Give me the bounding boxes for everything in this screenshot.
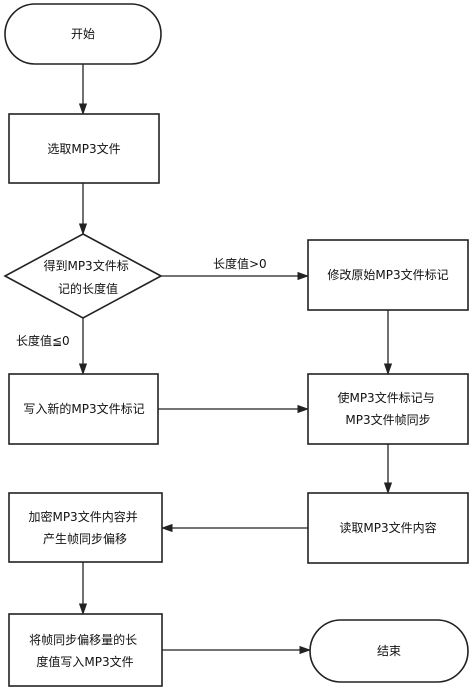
write-offset-length-line-2: 度值写入MP3文件 xyxy=(36,654,133,669)
tag-length-decision-line-2: 记的长度值 xyxy=(58,281,118,296)
sync-frames-line-1: 使MP3文件标记与 xyxy=(337,390,434,405)
write-offset-length-line-1: 将帧同步偏移量的长 xyxy=(29,632,137,647)
sync-frames-step: 使MP3文件标记与 MP3文件帧同步 xyxy=(307,373,469,445)
tag-length-decision: 得到MP3文件标 记的长度值 xyxy=(3,233,163,319)
start-label: 开始 xyxy=(71,27,95,41)
edge-label-length-gt-zero: 长度值>0 xyxy=(213,256,267,271)
select-file-step: 选取MP3文件 xyxy=(8,113,160,184)
encrypt-content-text: 加密MP3文件内容并 产生帧同步偏移 xyxy=(28,509,141,546)
end-terminal: 结束 xyxy=(309,619,469,683)
sync-frames-text: 使MP3文件标记与 MP3文件帧同步 xyxy=(337,390,438,427)
tag-length-decision-text: 得到MP3文件标 记的长度值 xyxy=(43,258,132,296)
write-new-tag-step: 写入新的MP3文件标记 xyxy=(8,373,159,445)
write-new-tag-label: 写入新的MP3文件标记 xyxy=(23,401,144,416)
encrypt-content-line-2: 产生帧同步偏移 xyxy=(43,531,127,546)
read-content-step: 读取MP3文件内容 xyxy=(307,492,469,564)
encrypt-content-step: 加密MP3文件内容并 产生帧同步偏移 xyxy=(8,492,163,563)
write-offset-length-text: 将帧同步偏移量的长 度值写入MP3文件 xyxy=(29,632,141,669)
modify-tag-step: 修改原始MP3文件标记 xyxy=(307,239,469,311)
modify-tag-label: 修改原始MP3文件标记 xyxy=(327,267,448,282)
read-content-label: 读取MP3文件内容 xyxy=(339,520,436,535)
write-offset-length-step: 将帧同步偏移量的长 度值写入MP3文件 xyxy=(8,613,163,687)
sync-frames-line-2: MP3文件帧同步 xyxy=(345,412,430,427)
encrypt-content-line-1: 加密MP3文件内容并 xyxy=(28,509,137,524)
select-file-label: 选取MP3文件 xyxy=(47,141,120,156)
end-label: 结束 xyxy=(377,644,401,658)
start-terminal: 开始 xyxy=(4,3,162,65)
tag-length-decision-line-1: 得到MP3文件标 xyxy=(43,258,128,273)
edge-label-length-le-zero: 长度值≦0 xyxy=(16,333,70,348)
